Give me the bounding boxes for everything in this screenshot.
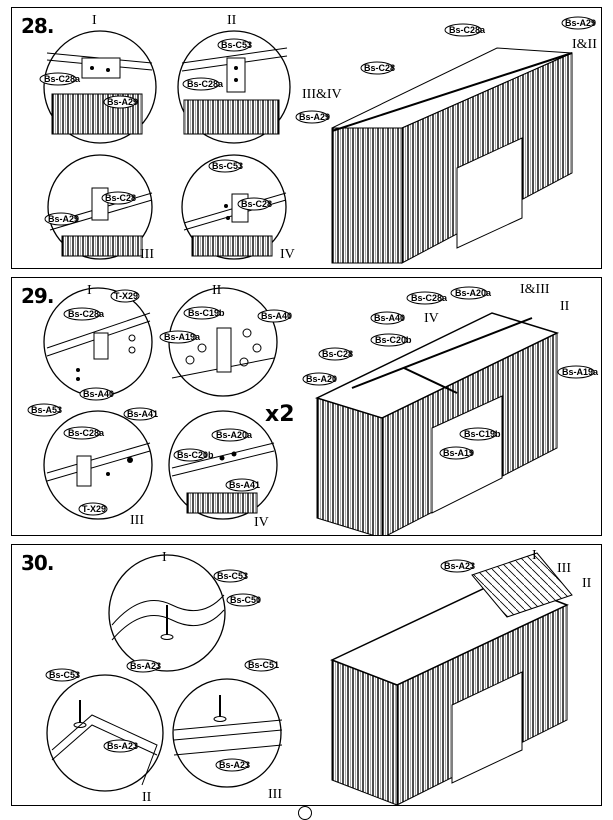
roman-label: III (557, 561, 571, 576)
part-tag: Bs-A29 (299, 112, 330, 122)
step-number: 28. (21, 14, 54, 38)
detail-circle-4 (168, 410, 278, 520)
step-30-panel: 30. (11, 544, 602, 806)
step-28-panel: 28. (11, 7, 602, 269)
step-29-illustration: x2 I II III IV T-X29 Bs-C28a Bs-A40 Bs-A… (27, 282, 599, 535)
part-tag: Bs-A23 (130, 661, 161, 671)
roman-label: IV (280, 247, 295, 262)
detail-circle-1 (108, 554, 226, 672)
step-number: 30. (21, 551, 54, 575)
part-tag: Bs-A41 (229, 480, 260, 490)
part-tag: Bs-A40 (374, 313, 405, 323)
part-tag: Bs-A29 (48, 214, 79, 224)
roman-label: II (212, 283, 222, 298)
part-tag: T-X29 (114, 291, 138, 301)
step-28-illustration: I II III IV Bs-C28a Bs-A29 Bs-C53 Bs-C28… (39, 13, 597, 264)
part-tag: Bs-C50 (230, 595, 261, 605)
part-tag: Bs-A20a (216, 430, 253, 440)
roman-label: I (162, 550, 167, 565)
part-tag: Bs-A29 (107, 97, 138, 107)
part-tag: Bs-C28a (68, 309, 105, 319)
roman-label: I (92, 13, 97, 28)
roman-label: I&II (572, 37, 597, 52)
part-tag: Bs-C28a (449, 25, 486, 35)
part-tag: Bs-C53 (49, 670, 80, 680)
roman-label: III (130, 513, 144, 528)
roman-label: I&III (520, 282, 550, 297)
roman-label: II (582, 576, 592, 591)
detail-circle-3 (47, 154, 153, 260)
part-tag: Bs-C53 (217, 571, 248, 581)
part-tag: Bs-C28 (322, 349, 353, 359)
part-tag: Bs-C53 (221, 40, 252, 50)
part-tag: Bs-A23 (444, 561, 475, 571)
part-tag: Bs-C53 (212, 161, 243, 171)
roman-label: I (532, 548, 537, 563)
roman-label: III (140, 247, 154, 262)
shed-main-29 (314, 312, 560, 535)
detail-circle-1 (43, 287, 153, 397)
roman-label: II (227, 13, 237, 28)
part-tag: Bs-A40 (261, 311, 292, 321)
part-tag: Bs-C28a (187, 79, 224, 89)
part-tag: Bs-A20a (455, 288, 492, 298)
part-tag: Bs-A19a (562, 367, 599, 377)
part-tag: Bs-A53 (31, 405, 62, 415)
detail-circle-2 (46, 674, 164, 792)
roman-label: III&IV (302, 87, 342, 102)
part-tag: Bs-C28a (411, 293, 448, 303)
roman-label: II (142, 790, 152, 805)
part-tag: Bs-C20b (177, 450, 214, 460)
step-29-panel: 29. (11, 277, 602, 536)
shed-main-28 (331, 47, 573, 264)
roman-label: IV (254, 515, 269, 530)
part-tag: Bs-C28 (105, 193, 136, 203)
shed-main-30 (330, 552, 573, 805)
roman-label: I (87, 283, 92, 298)
page-marker (298, 806, 312, 820)
part-tag: Bs-C19b (464, 429, 501, 439)
roman-label: II (560, 299, 570, 314)
part-tag: Bs-C28a (44, 74, 81, 84)
part-tag: Bs-C28 (364, 63, 395, 73)
part-tag: Bs-C51 (248, 660, 279, 670)
part-tag: Bs-C28 (241, 199, 272, 209)
part-tag: Bs-A41 (127, 409, 158, 419)
detail-circle-2 (177, 30, 291, 144)
part-tag: Bs-A40 (83, 389, 114, 399)
part-tag: Bs-C20b (375, 335, 412, 345)
part-tag: Bs-A23 (107, 741, 138, 751)
roman-label: III (268, 787, 282, 802)
multiplier: x2 (265, 402, 295, 427)
roman-label: IV (424, 311, 439, 326)
part-tag: Bs-A23 (219, 760, 250, 770)
part-tag: Bs-A20 (306, 374, 337, 384)
part-tag: T-X29 (82, 504, 106, 514)
step-30-illustration: I II III Bs-C53 Bs-C50 Bs-A23 Bs-C53 Bs-… (45, 548, 592, 805)
detail-circle-1 (43, 30, 157, 144)
part-tag: Bs-C28a (68, 428, 105, 438)
part-tag: Bs-A19a (164, 332, 201, 342)
step-number: 29. (21, 284, 54, 308)
part-tag: Bs-C19b (188, 308, 225, 318)
part-tag: Bs-A29 (565, 18, 596, 28)
detail-circle-3 (172, 678, 283, 788)
part-tag: Bs-A19 (443, 448, 474, 458)
